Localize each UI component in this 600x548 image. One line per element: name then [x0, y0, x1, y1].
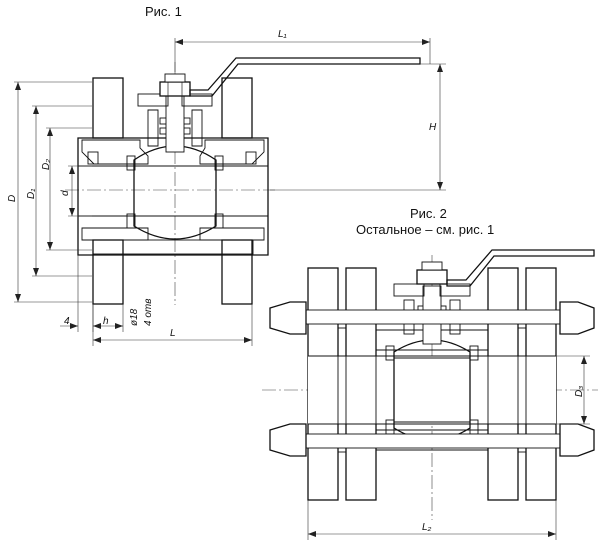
- stem-nut: [159, 81, 191, 97]
- fig2-handle-lever: [446, 249, 595, 287]
- dim-holes-label: 4 отв: [143, 299, 154, 326]
- stem-top: [164, 73, 186, 83]
- fig1-handle-lever: [189, 57, 421, 97]
- dim-D3-label: D₃: [574, 386, 585, 397]
- fig2-nut-top: [559, 301, 595, 335]
- dim-D1-label: D₁: [26, 189, 37, 199]
- dim-D-label: D: [7, 195, 18, 202]
- body-wall-lower-left: [81, 227, 149, 241]
- dim-H-label: H: [429, 122, 437, 133]
- fig2-bolt-top: [285, 309, 583, 325]
- body-wall-lower-right: [199, 227, 265, 241]
- fig2-bolt-bottom: [285, 433, 583, 449]
- body-wall-upper-right: [199, 139, 265, 165]
- fig1-ball: [133, 145, 217, 240]
- gasket-right: [245, 151, 257, 165]
- body-bottom-wall: [92, 239, 254, 255]
- stem-housing-left: [147, 109, 159, 147]
- fig2-bolt-head-top: [269, 301, 307, 335]
- seat-upper-right: [214, 155, 224, 171]
- dim-d-label: d: [60, 190, 71, 196]
- fig2-bolt-head-bottom: [269, 423, 307, 457]
- dim-L1-label: L₁: [278, 29, 287, 40]
- gland-right: [181, 93, 213, 107]
- fig2-note: Остальное – см. рис. 1: [356, 222, 494, 237]
- seat-lower-right: [214, 213, 224, 229]
- right-flange-bottom: [221, 239, 253, 305]
- stem: [165, 95, 185, 153]
- figure-1: L₁ H D D₁ D₂ d 4 h ø18: [7, 4, 446, 346]
- dim-hole-dia-label: ø18: [129, 308, 140, 326]
- left-flange-top: [92, 77, 124, 139]
- left-flange-bottom: [92, 239, 124, 305]
- figure-2: D₃ L₂ Рис. 2 Остальное – см. рис. 1: [262, 206, 598, 540]
- fig2-caption: Рис. 2: [410, 206, 447, 221]
- dim-L-label: L: [170, 328, 176, 339]
- dim-h-label: h: [103, 316, 109, 327]
- stem-housing-right: [191, 109, 203, 147]
- body-wall-upper-left: [81, 139, 149, 165]
- fig2-gasket-left: [337, 327, 347, 453]
- fig2-nut-bottom: [559, 423, 595, 457]
- fig2-gasket-right: [517, 327, 527, 453]
- dim-4-label: 4: [64, 316, 70, 327]
- seat-upper-left: [126, 155, 136, 171]
- dim-L2-label: L₂: [422, 522, 432, 533]
- gland-left: [137, 93, 169, 107]
- right-flange-top: [221, 77, 253, 139]
- gasket-left: [87, 151, 99, 165]
- fig1-caption: Рис. 1: [145, 4, 182, 19]
- dim-D2-label: D₂: [41, 159, 52, 170]
- fig1-body-outline: [77, 137, 269, 256]
- fig2-stem-nut: [416, 269, 448, 285]
- seat-lower-left: [126, 213, 136, 229]
